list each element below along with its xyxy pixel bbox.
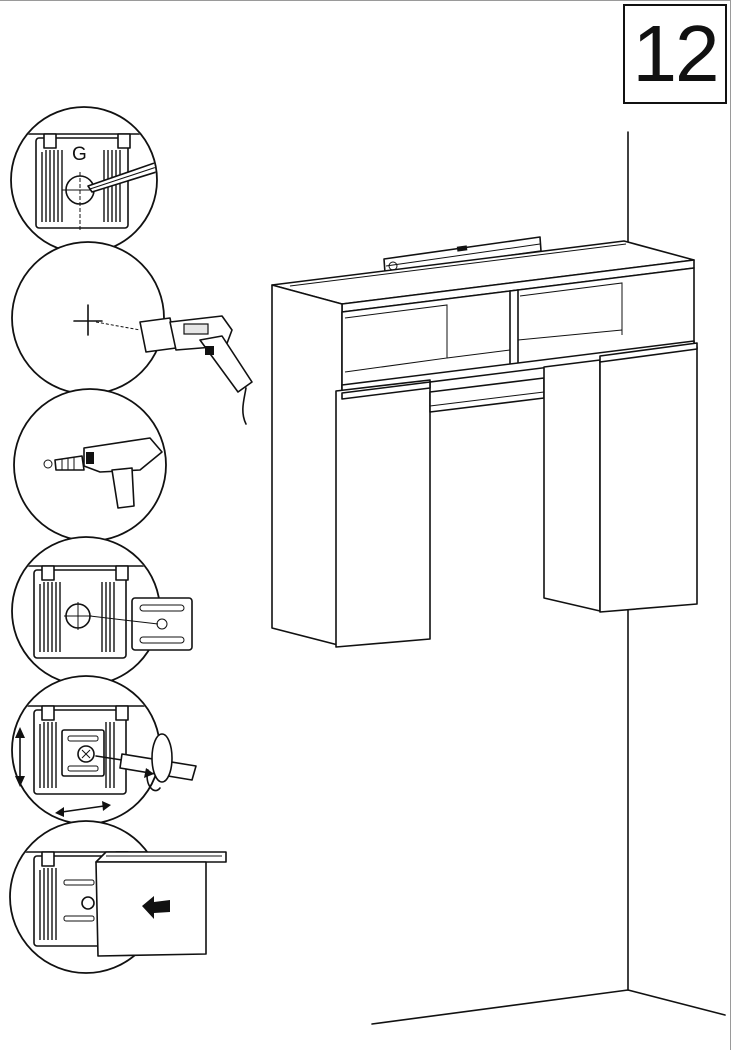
push-arrow-icon	[142, 896, 170, 919]
wall-plug-icon	[43, 455, 85, 471]
cabinet-center-panel	[429, 377, 545, 413]
cabinet-left-side	[271, 284, 343, 647]
mounting-plate-icon	[89, 597, 193, 651]
shelf-divider	[509, 289, 519, 370]
vertical-adjust-arrow-icon	[15, 727, 25, 787]
screwdriver-icon	[95, 733, 197, 792]
drill-icon	[95, 315, 253, 425]
hanger-label: G	[72, 144, 87, 165]
detail-mounting-plate	[11, 536, 193, 686]
detail-hang-cabinet	[9, 820, 227, 974]
wall-floor-line-left	[371, 989, 629, 1025]
detail-drill-hole	[11, 241, 253, 425]
wall-floor-line-right	[627, 989, 726, 1016]
hammer-icon	[83, 437, 163, 509]
step-number: 12	[632, 9, 720, 98]
cabinet-left-door	[335, 379, 431, 648]
detail-hammer-plug	[13, 388, 167, 542]
wall-cabinet	[271, 236, 698, 648]
step-number-box: 12	[623, 4, 727, 104]
detail-mark-hole: G	[10, 106, 158, 254]
cabinet-right-side	[543, 359, 601, 612]
detail-screw-adjust	[11, 675, 197, 825]
horizontal-adjust-arrow-icon	[55, 801, 111, 817]
cabinet-right-door	[599, 346, 698, 613]
